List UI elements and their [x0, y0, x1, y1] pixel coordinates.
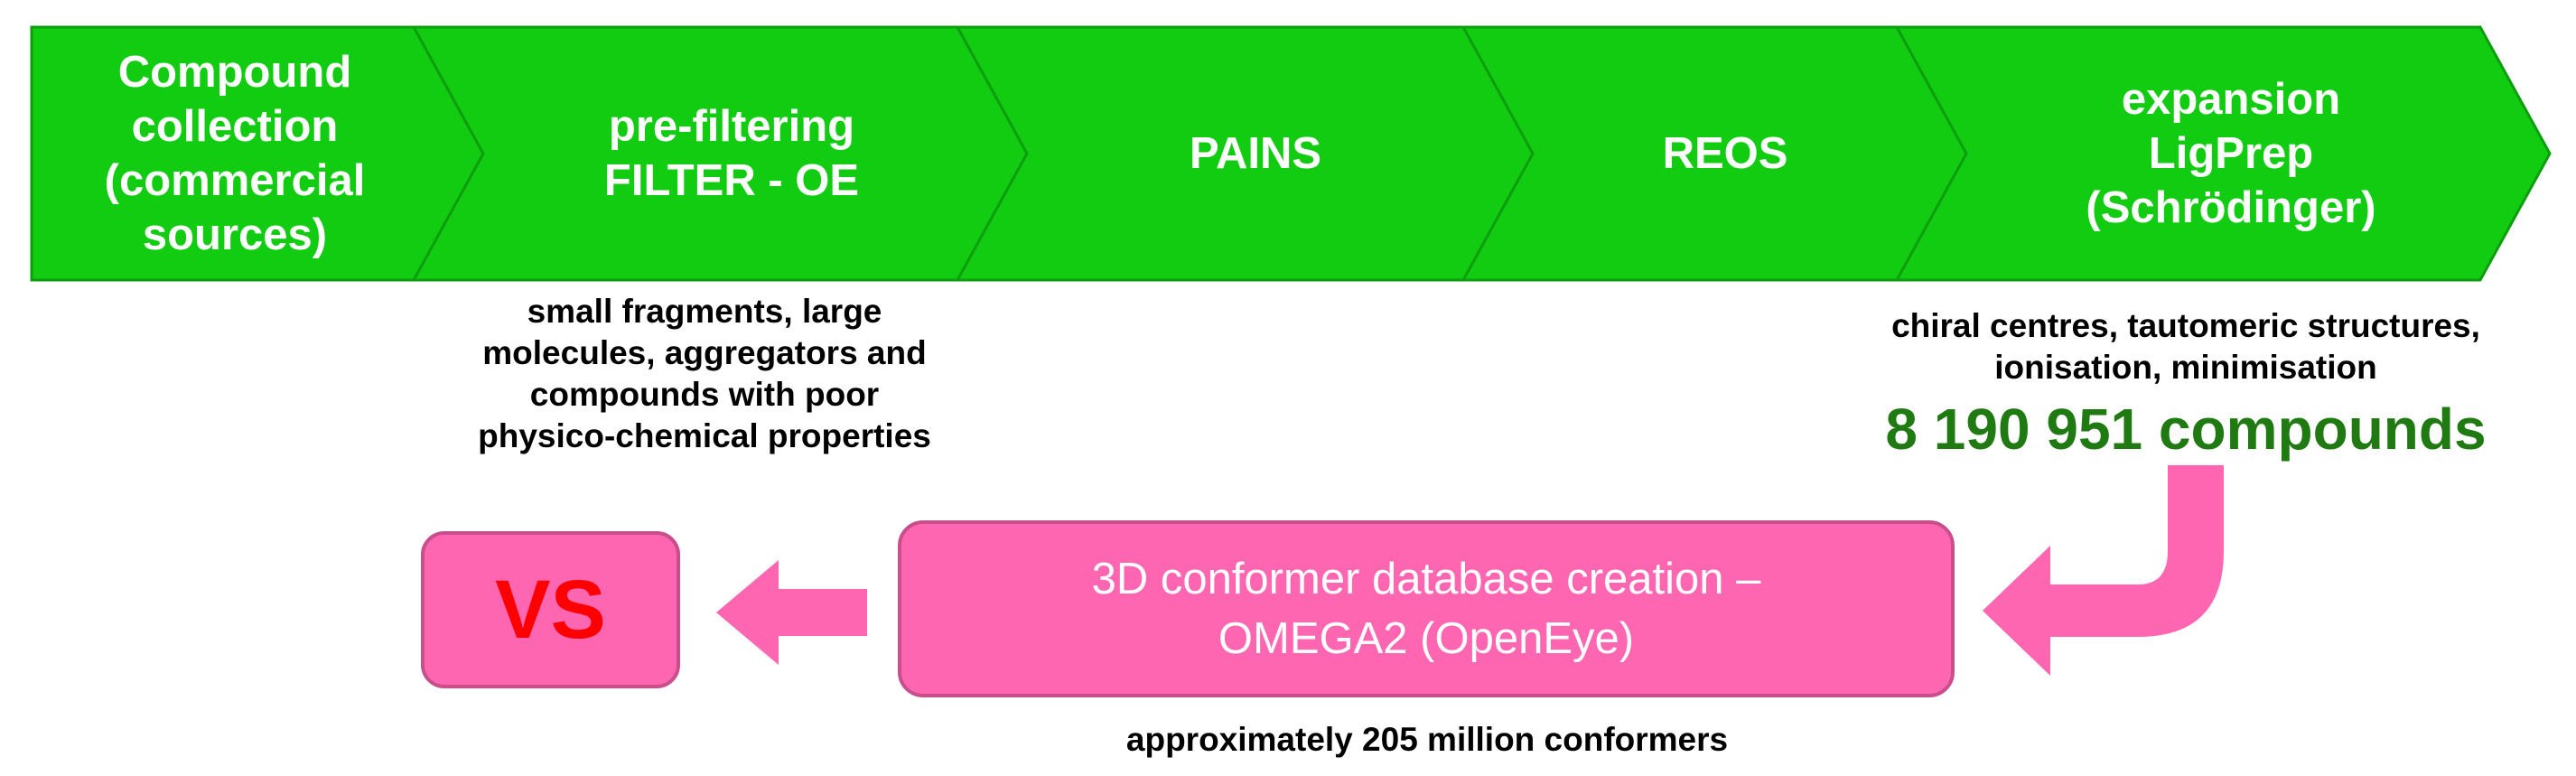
- step-chevron-5: [1894, 25, 2552, 282]
- vs-box: [421, 531, 680, 688]
- step-label-compound-collection: Compound collection (commercial sources): [104, 48, 366, 259]
- step-label-prefiltering: pre-filtering FILTER - OE: [603, 102, 860, 205]
- step-label-pains: PAINS: [1189, 129, 1322, 178]
- step-label-reos: REOS: [1662, 129, 1788, 178]
- vs-label: VS: [495, 563, 606, 656]
- compound-count: 8 190 951 compounds: [1885, 397, 2487, 462]
- conformer-db-label: 3D conformer database creation – OMEGA2 …: [1091, 555, 1761, 663]
- step-label-expansion-ligprep: expansion LigPrep (Schrödinger): [2086, 75, 2376, 232]
- prefilter-note: small fragments, large molecules, aggreg…: [478, 293, 931, 454]
- arrow-left-icon: [716, 560, 867, 665]
- conformer-db-box: [898, 520, 1955, 697]
- expansion-note: chiral centres, tautomeric structures, i…: [1891, 307, 2480, 386]
- conformers-note: approximately 205 million conformers: [1125, 721, 1729, 758]
- curved-arrow-down-left-icon: [1983, 465, 2224, 676]
